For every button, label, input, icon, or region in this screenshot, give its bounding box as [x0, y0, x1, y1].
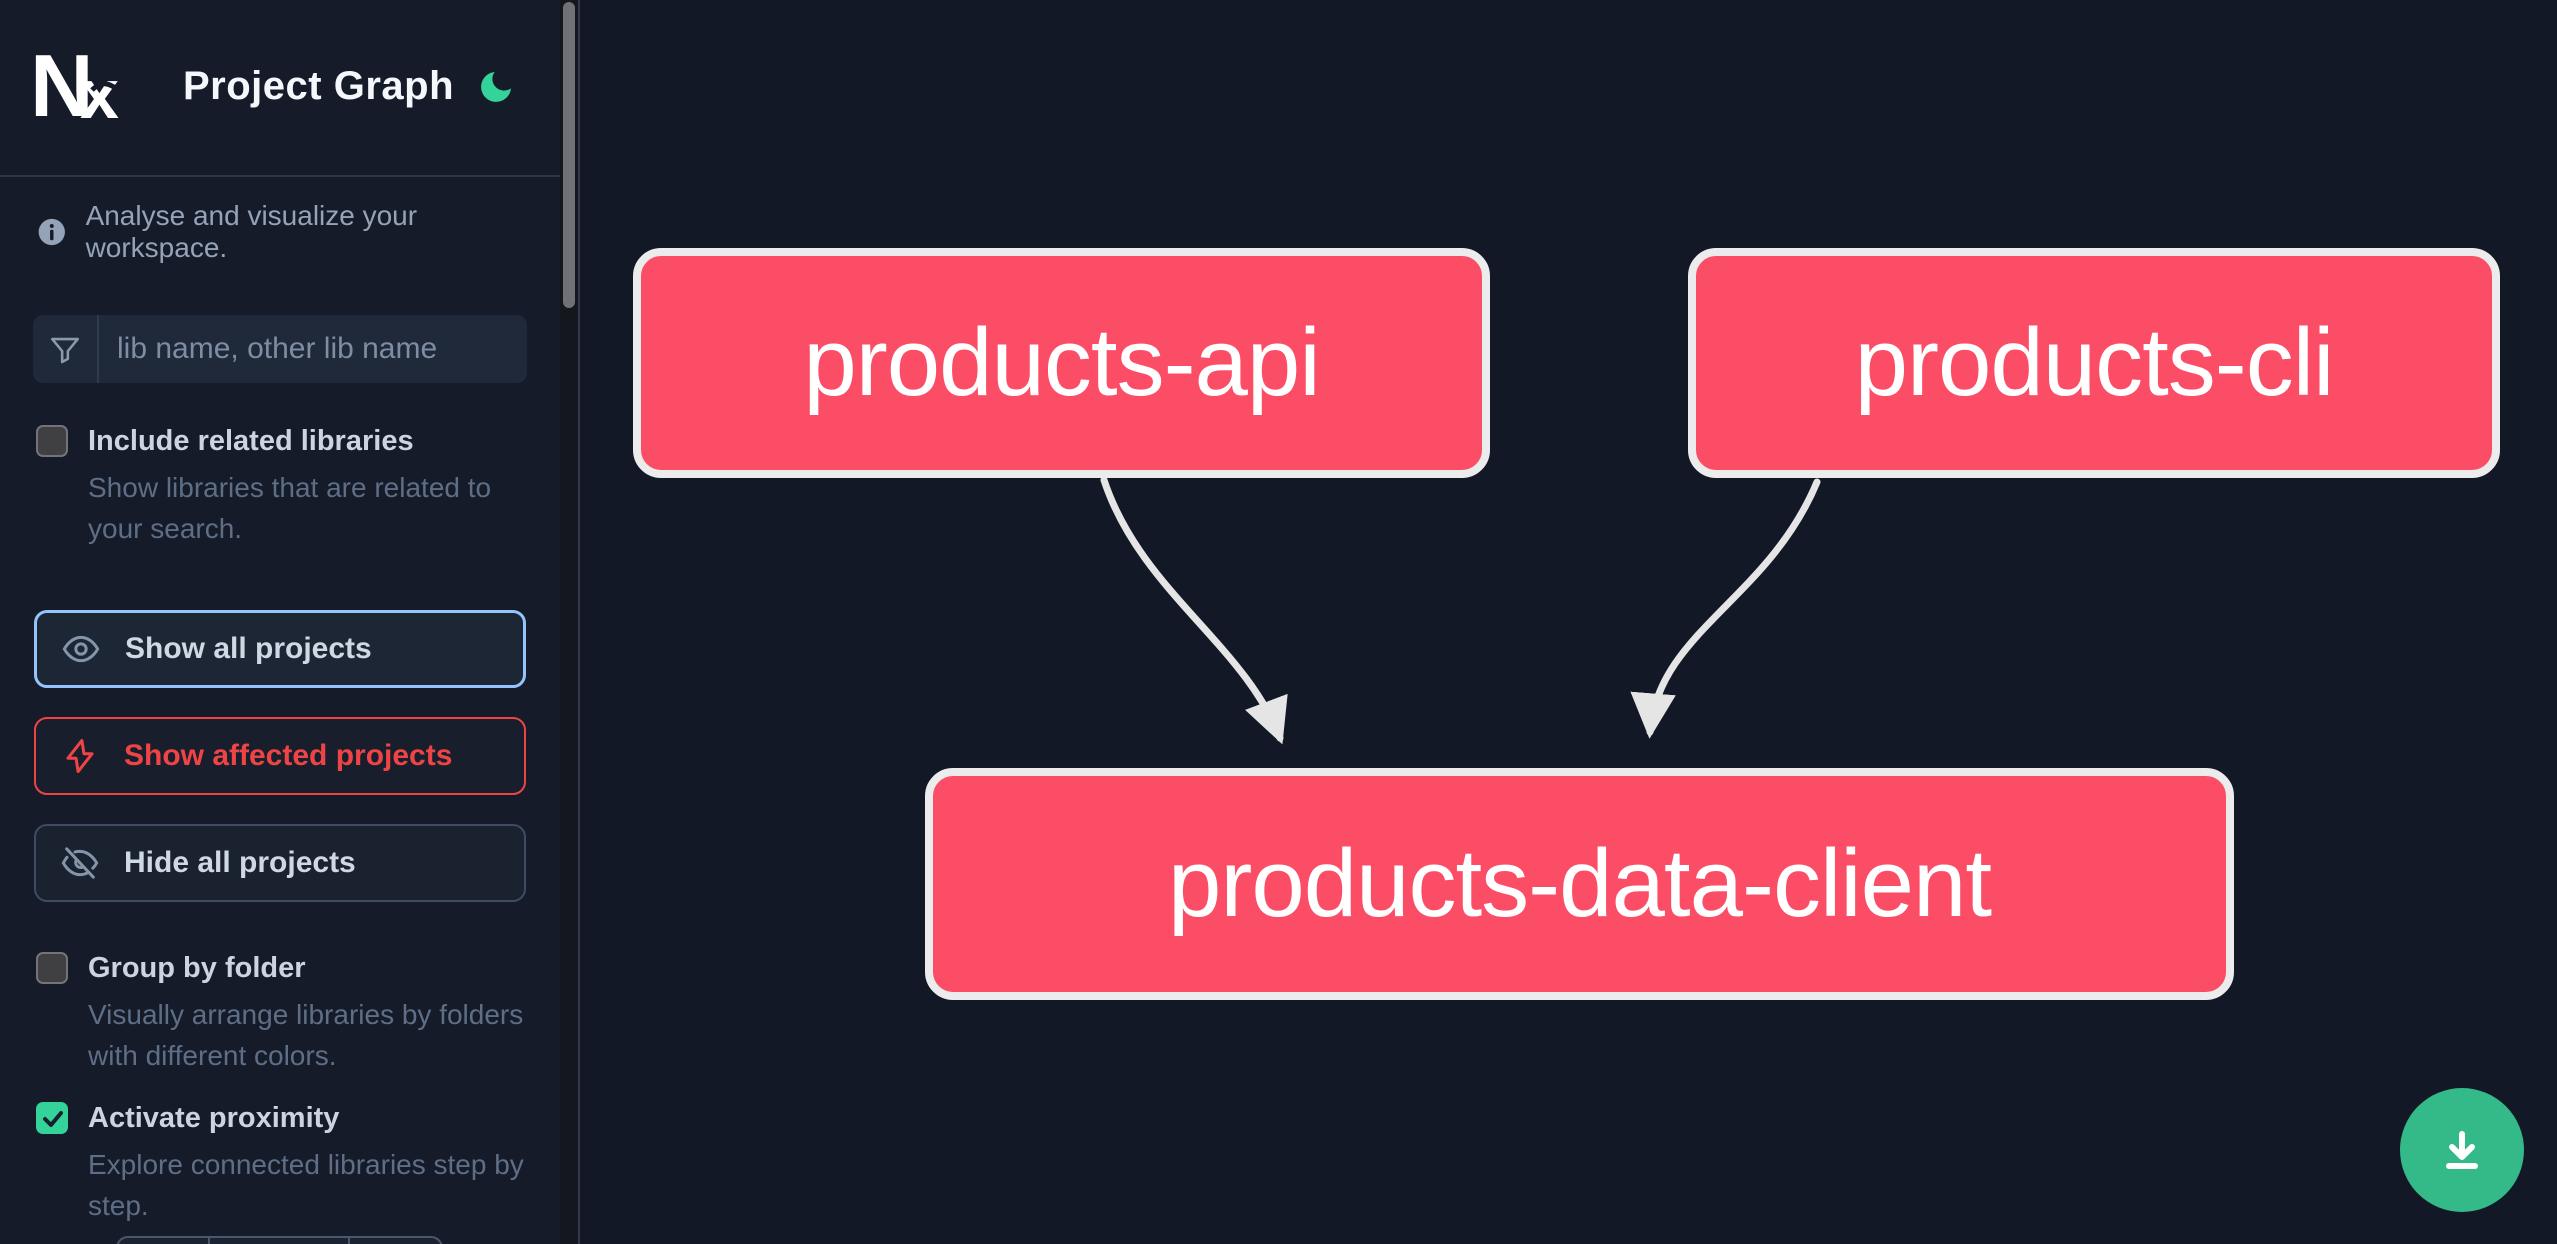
download-icon [2446, 1131, 2478, 1169]
include-related-checkbox[interactable] [36, 425, 68, 457]
sidebar: N x Project Graph Analyse and visualize … [0, 0, 560, 1244]
search-box [33, 315, 527, 383]
dependency-edges [1100, 476, 1821, 745]
activate-proximity-description: Explore connected libraries step by step… [88, 1149, 524, 1221]
show-all-projects-label: Show all projects [125, 632, 372, 665]
nx-logo: N x [30, 52, 128, 122]
group-by-folder-checkbox[interactable] [36, 952, 68, 984]
bolt-icon [36, 737, 124, 775]
hide-all-projects-label: Hide all projects [124, 846, 356, 879]
moon-icon [481, 71, 511, 102]
show-affected-projects-label: Show affected projects [124, 739, 453, 772]
info-icon [38, 218, 65, 246]
show-all-projects-button[interactable]: Show all projects [34, 610, 526, 688]
sidebar-header: N x Project Graph [0, 0, 560, 177]
filter-icon-zone [33, 315, 99, 383]
check-icon [43, 1111, 63, 1127]
tagline-text: Analyse and visualize your workspace. [85, 200, 418, 263]
dark-mode-toggle[interactable] [472, 64, 520, 112]
eye-icon [37, 629, 125, 669]
node-label: products-cli [1854, 309, 2335, 416]
group-by-folder-group: Group by folder Visually arrange librari… [36, 950, 524, 1076]
download-image-button[interactable] [2400, 1088, 2524, 1212]
edge-products-cli-to-data-client [1630, 478, 1821, 739]
node-label: products-data-client [1167, 830, 1992, 937]
proximity-depth-stepper[interactable] [116, 1236, 443, 1244]
activate-proximity-checkbox[interactable] [36, 1102, 68, 1134]
show-affected-projects-button[interactable]: Show affected projects [34, 717, 526, 795]
graph-node-products-cli[interactable]: products-cli [1688, 248, 2500, 478]
include-related-group: Include related libraries Show libraries… [36, 423, 524, 549]
graph-node-products-api[interactable]: products-api [633, 248, 1490, 478]
eye-off-icon [36, 843, 124, 883]
edge-products-api-to-data-client [1100, 476, 1288, 745]
search-input[interactable] [99, 317, 527, 381]
include-related-label: Include related libraries [88, 425, 414, 457]
workspace-tagline: Analyse and visualize your workspace. [36, 200, 560, 264]
group-by-folder-label: Group by folder [88, 952, 306, 984]
node-label: products-api [803, 309, 1320, 416]
graph-canvas[interactable]: products-api products-cli products-data-… [580, 0, 2557, 1244]
scrollbar-thumb[interactable] [563, 2, 575, 308]
page-title: Project Graph [183, 64, 455, 108]
svg-text:N: N [30, 52, 94, 122]
stepper-value [210, 1238, 350, 1244]
activate-proximity-group: Activate proximity Explore connected lib… [36, 1100, 524, 1226]
graph-node-products-data-client[interactable]: products-data-client [925, 768, 2234, 1000]
sidebar-scrollbar [560, 0, 580, 1244]
include-related-description: Show libraries that are related to your … [88, 472, 492, 544]
hide-all-projects-button[interactable]: Hide all projects [34, 824, 526, 902]
stepper-decrement[interactable] [118, 1238, 210, 1244]
filter-funnel-icon [50, 337, 80, 364]
group-by-folder-description: Visually arrange libraries by folders wi… [88, 999, 524, 1071]
activate-proximity-label: Activate proximity [88, 1102, 340, 1134]
